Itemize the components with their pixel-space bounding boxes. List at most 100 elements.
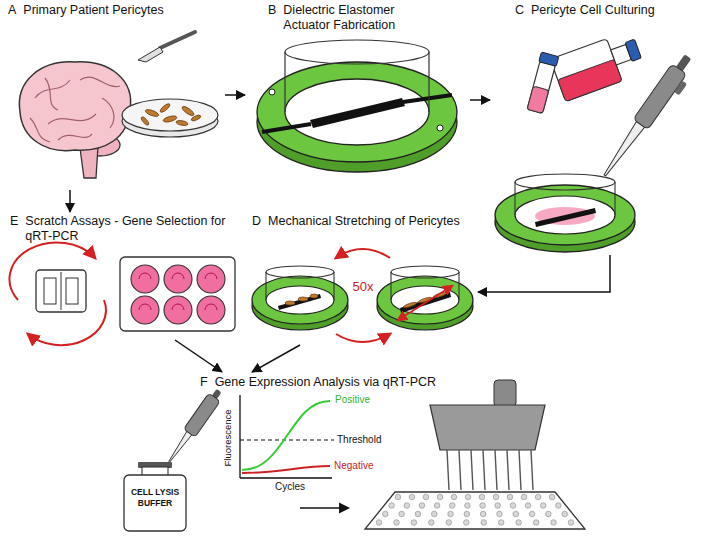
brain-illustration [58,134,92,140]
panel-heading: APrimary Patient Pericytes [8,3,220,18]
actuator-ring [495,174,635,252]
pcr-plate [463,520,469,526]
scalpel [138,32,195,62]
actuator-ring [398,286,452,320]
scratch-insert [44,278,56,304]
pcr-plate [495,503,501,509]
actuator-ring [377,266,473,330]
pcr-plate [507,494,513,500]
flow-arrow [225,94,245,96]
culture-flask [625,39,641,61]
actuator-ring [515,196,615,234]
pcr-plate [479,494,485,500]
scratch-insert [66,278,78,304]
flow-arrow [470,99,490,101]
pcr-plate [423,494,429,500]
panel-heading: CPericyte Cell Culturing [515,3,700,18]
petri-dish [145,108,160,117]
well-plate [172,304,184,310]
media-tube [526,52,559,114]
actuator-ring [390,272,391,300]
flow-arrow [175,340,222,372]
well-plate [205,304,217,310]
amplification-chart [239,395,240,478]
pcr-plate [529,511,535,517]
pipette [633,64,687,130]
panel-title: Primary Patient Pericytes [23,3,220,18]
actuator-ring [310,98,405,128]
pcr-plate [480,503,486,509]
panel-title: Pericyte Cell Culturing [531,3,700,18]
actuator-ring [266,286,334,314]
pcr-plate [448,511,454,517]
panel-heading: BDielectric Elastomer Actuator Fabricati… [268,3,440,33]
panel-heading: F Gene Expression Analysis via qRT-PCR [200,375,530,390]
actuator-ring [403,301,417,308]
brain-illustration [45,78,58,110]
pcr-plate [409,494,415,500]
scalpel [160,32,195,48]
multichannel-pipette [519,450,521,490]
panel: DMechanical Stretching of Pericytes [250,212,478,345]
panel-heading: DMechanical Stretching of Pericytes [252,214,476,229]
actuator-ring [285,79,429,145]
pcr-plate [451,494,457,500]
amplification-chart [240,439,334,440]
pipette [163,387,224,466]
panel: CPericyte Cell Culturing [490,0,703,255]
repeat-count: 50x [348,281,378,293]
well-plate [197,296,225,324]
panel: BDielectric Elastomer Actuator Fabricati… [245,0,470,175]
pcr-plate [549,494,555,500]
pcr-plate [389,503,395,509]
pcr-plate [533,520,539,526]
actuator-ring [310,294,318,298]
panel-letter: F [200,375,208,390]
actuator-ring [428,52,429,112]
pcr-plate [437,494,443,500]
pcr-plate [394,520,400,526]
pcr-plate [465,494,471,500]
flow-arrow [478,255,610,292]
petri-dish [191,114,202,122]
pcr-plate [497,511,503,517]
pcr-plate [404,503,410,509]
actuator-ring [391,266,459,278]
panel: APrimary Patient Pericytes [5,0,225,190]
well-plate [164,265,192,293]
bottle-label: CELL LYSIS BUFFER [127,487,183,508]
pcr-plate [498,520,504,526]
amplification-chart [242,466,330,473]
well-plate [172,273,184,279]
pcr-plate [525,503,531,509]
well-plate [131,265,225,324]
pcr-plate [493,494,499,500]
media-tube [527,61,555,113]
multichannel-pipette [531,450,533,490]
actuator-ring [403,95,452,102]
actuator-ring [437,125,443,131]
panel-title: Mechanical Stretching of Pericytes [268,214,476,229]
panel-title: Dielectric Elastomer Actuator Fabricatio… [283,3,440,33]
actuator-ring [515,174,615,190]
actuator-ring [284,52,285,112]
brain-illustration [80,77,120,86]
pcr-plate [429,520,435,526]
petri-dish [122,99,218,137]
pcr-plate [535,494,541,500]
multichannel-pipette [447,450,533,490]
pcr-plate [546,511,552,517]
actuator-ring [298,297,308,301]
brain-illustration [19,62,130,178]
well-plate [139,304,151,310]
actuator-ring [266,266,334,278]
pcr-plate [415,511,421,517]
actuator-ring [269,89,275,95]
pcr-plate [419,503,425,509]
pcr-plate [568,520,574,526]
multichannel-pipette [507,450,509,490]
lysis-buffer-bottle [124,475,186,531]
panel-title: Gene Expression Analysis via qRT-PCR [215,375,530,390]
